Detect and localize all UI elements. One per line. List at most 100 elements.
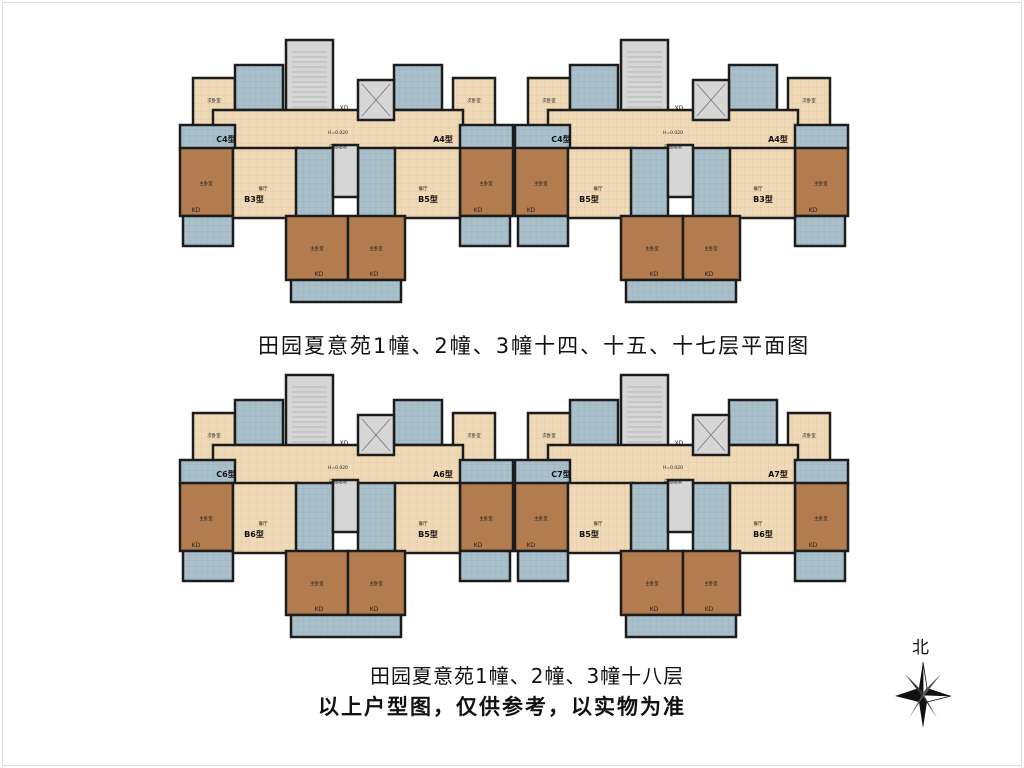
room-label-dining: 餐厅 bbox=[754, 520, 763, 527]
room-label-kd: KD bbox=[809, 542, 818, 549]
room-label-second-bedroom: 次卧室 bbox=[207, 97, 221, 104]
room-label-xd: XD bbox=[675, 440, 684, 447]
dining-living bbox=[231, 146, 300, 220]
bathroom bbox=[294, 146, 335, 220]
dining-living bbox=[726, 146, 797, 220]
elevator-symbol bbox=[361, 83, 391, 117]
unit-type-label: A7型 bbox=[768, 469, 788, 479]
room-label-master-bedroom: 主卧室 bbox=[814, 180, 828, 187]
room-label-master-bedroom: 主卧室 bbox=[479, 180, 493, 187]
room-label-xd: XD bbox=[340, 105, 349, 112]
master-bedroom bbox=[681, 214, 742, 282]
room-label-kd: KD bbox=[370, 606, 379, 613]
bathroom bbox=[356, 481, 397, 555]
balcony bbox=[624, 613, 738, 639]
room-label-master-bedroom: 主卧室 bbox=[479, 515, 493, 522]
unit-type-label: B5型 bbox=[418, 529, 438, 539]
room-label-dining: 餐厅 bbox=[259, 185, 268, 192]
room-label-kd: KD bbox=[650, 271, 659, 278]
room-label-second-bedroom: 次卧室 bbox=[542, 97, 556, 104]
balcony bbox=[516, 549, 570, 583]
room-label-kd: KD bbox=[474, 542, 483, 549]
room-label-second-bedroom: 次卧室 bbox=[542, 432, 556, 439]
kitchen bbox=[233, 63, 285, 112]
room-label-kd: KD bbox=[474, 207, 483, 214]
unit-type-label: A6型 bbox=[433, 469, 453, 479]
room-label-kd: KD bbox=[370, 271, 379, 278]
entrance-hall bbox=[546, 108, 800, 152]
room-label-kd: KD bbox=[192, 207, 201, 214]
disclaimer-text: 以上户型图，仅供参考，以实物为准 bbox=[318, 695, 686, 719]
balcony bbox=[793, 549, 847, 583]
unit-type-label: B3型 bbox=[753, 194, 773, 204]
bathroom bbox=[513, 123, 572, 152]
room-label-kd: KD bbox=[705, 606, 714, 613]
unit-type-label: B5型 bbox=[579, 194, 599, 204]
master-bedroom bbox=[619, 549, 685, 617]
balcony bbox=[793, 214, 847, 248]
north-label: 北 bbox=[912, 638, 929, 658]
room-label-master-bedroom: 主卧室 bbox=[704, 245, 718, 252]
balcony bbox=[181, 549, 235, 583]
kitchen bbox=[233, 398, 285, 447]
bathroom bbox=[294, 481, 335, 555]
room-label-level: H=0.020 bbox=[328, 130, 348, 136]
unit-type-label: C4型 bbox=[216, 134, 235, 144]
north-arrow-icon bbox=[895, 661, 952, 728]
room-label-dining: 餐厅 bbox=[754, 185, 763, 192]
room-label-kd: KD bbox=[315, 271, 324, 278]
unit-type-label: A4型 bbox=[433, 134, 453, 144]
room-label-kd: KD bbox=[527, 207, 536, 214]
room-label-master-bedroom: 主卧室 bbox=[704, 580, 718, 587]
room-label-xd: XD bbox=[340, 440, 349, 447]
kitchen bbox=[568, 63, 620, 112]
bathroom bbox=[691, 146, 732, 220]
room-label-master-bedroom: 主卧室 bbox=[369, 580, 383, 587]
room-label-dining: 餐厅 bbox=[594, 520, 603, 527]
typical-floor-caption: 田园夏意苑1幢、2幢、3幢十四、十五、十七层平面图 bbox=[258, 334, 811, 358]
unit-type-label: B5型 bbox=[579, 529, 599, 539]
room-label-level: H=0.020 bbox=[328, 465, 348, 471]
kitchen bbox=[392, 63, 444, 112]
room-label-xd: XD bbox=[675, 105, 684, 112]
service-shaft bbox=[666, 478, 695, 534]
bathroom bbox=[458, 123, 515, 152]
room-label-kd: KD bbox=[705, 271, 714, 278]
master-bedroom bbox=[513, 481, 570, 553]
room-label-master-bedroom: 主卧室 bbox=[310, 245, 324, 252]
master-bedroom bbox=[513, 146, 570, 218]
top-floor-caption: 田园夏意苑1幢、2幢、3幢十八层 bbox=[370, 664, 685, 688]
room-label-second-bedroom: 次卧室 bbox=[207, 432, 221, 439]
second-bedroom bbox=[451, 76, 497, 128]
room-label-dining: 餐厅 bbox=[594, 185, 603, 192]
elevator-symbol bbox=[696, 418, 726, 452]
kitchen bbox=[568, 398, 620, 447]
balcony bbox=[289, 613, 403, 639]
dining-living bbox=[231, 481, 300, 555]
bathroom bbox=[629, 481, 670, 555]
balcony bbox=[181, 214, 235, 248]
dining-living bbox=[391, 146, 462, 220]
room-label-master-bedroom: 主卧室 bbox=[534, 180, 548, 187]
room-label-second-bedroom: 次卧室 bbox=[802, 97, 816, 104]
master-bedroom bbox=[346, 549, 407, 617]
unit-type-label: C6型 bbox=[216, 469, 235, 479]
elevator-symbol bbox=[361, 418, 391, 452]
unit-type-label: A4型 bbox=[768, 134, 788, 144]
unit-type-label: C4型 bbox=[551, 134, 570, 144]
second-bedroom bbox=[786, 411, 832, 463]
room-label-second-bedroom: 次卧室 bbox=[802, 432, 816, 439]
master-bedroom bbox=[681, 549, 742, 617]
balcony bbox=[458, 214, 512, 248]
bathroom bbox=[458, 458, 515, 487]
dining-living bbox=[566, 146, 635, 220]
room-label-master-bedroom: 主卧室 bbox=[645, 580, 659, 587]
room-label-level: H=0.020 bbox=[663, 130, 683, 136]
bathroom bbox=[629, 146, 670, 220]
room-label-master-bedroom: 主卧室 bbox=[310, 580, 324, 587]
room-label-master-bedroom: 主卧室 bbox=[534, 515, 548, 522]
room-label-master-bedroom: 主卧室 bbox=[369, 245, 383, 252]
